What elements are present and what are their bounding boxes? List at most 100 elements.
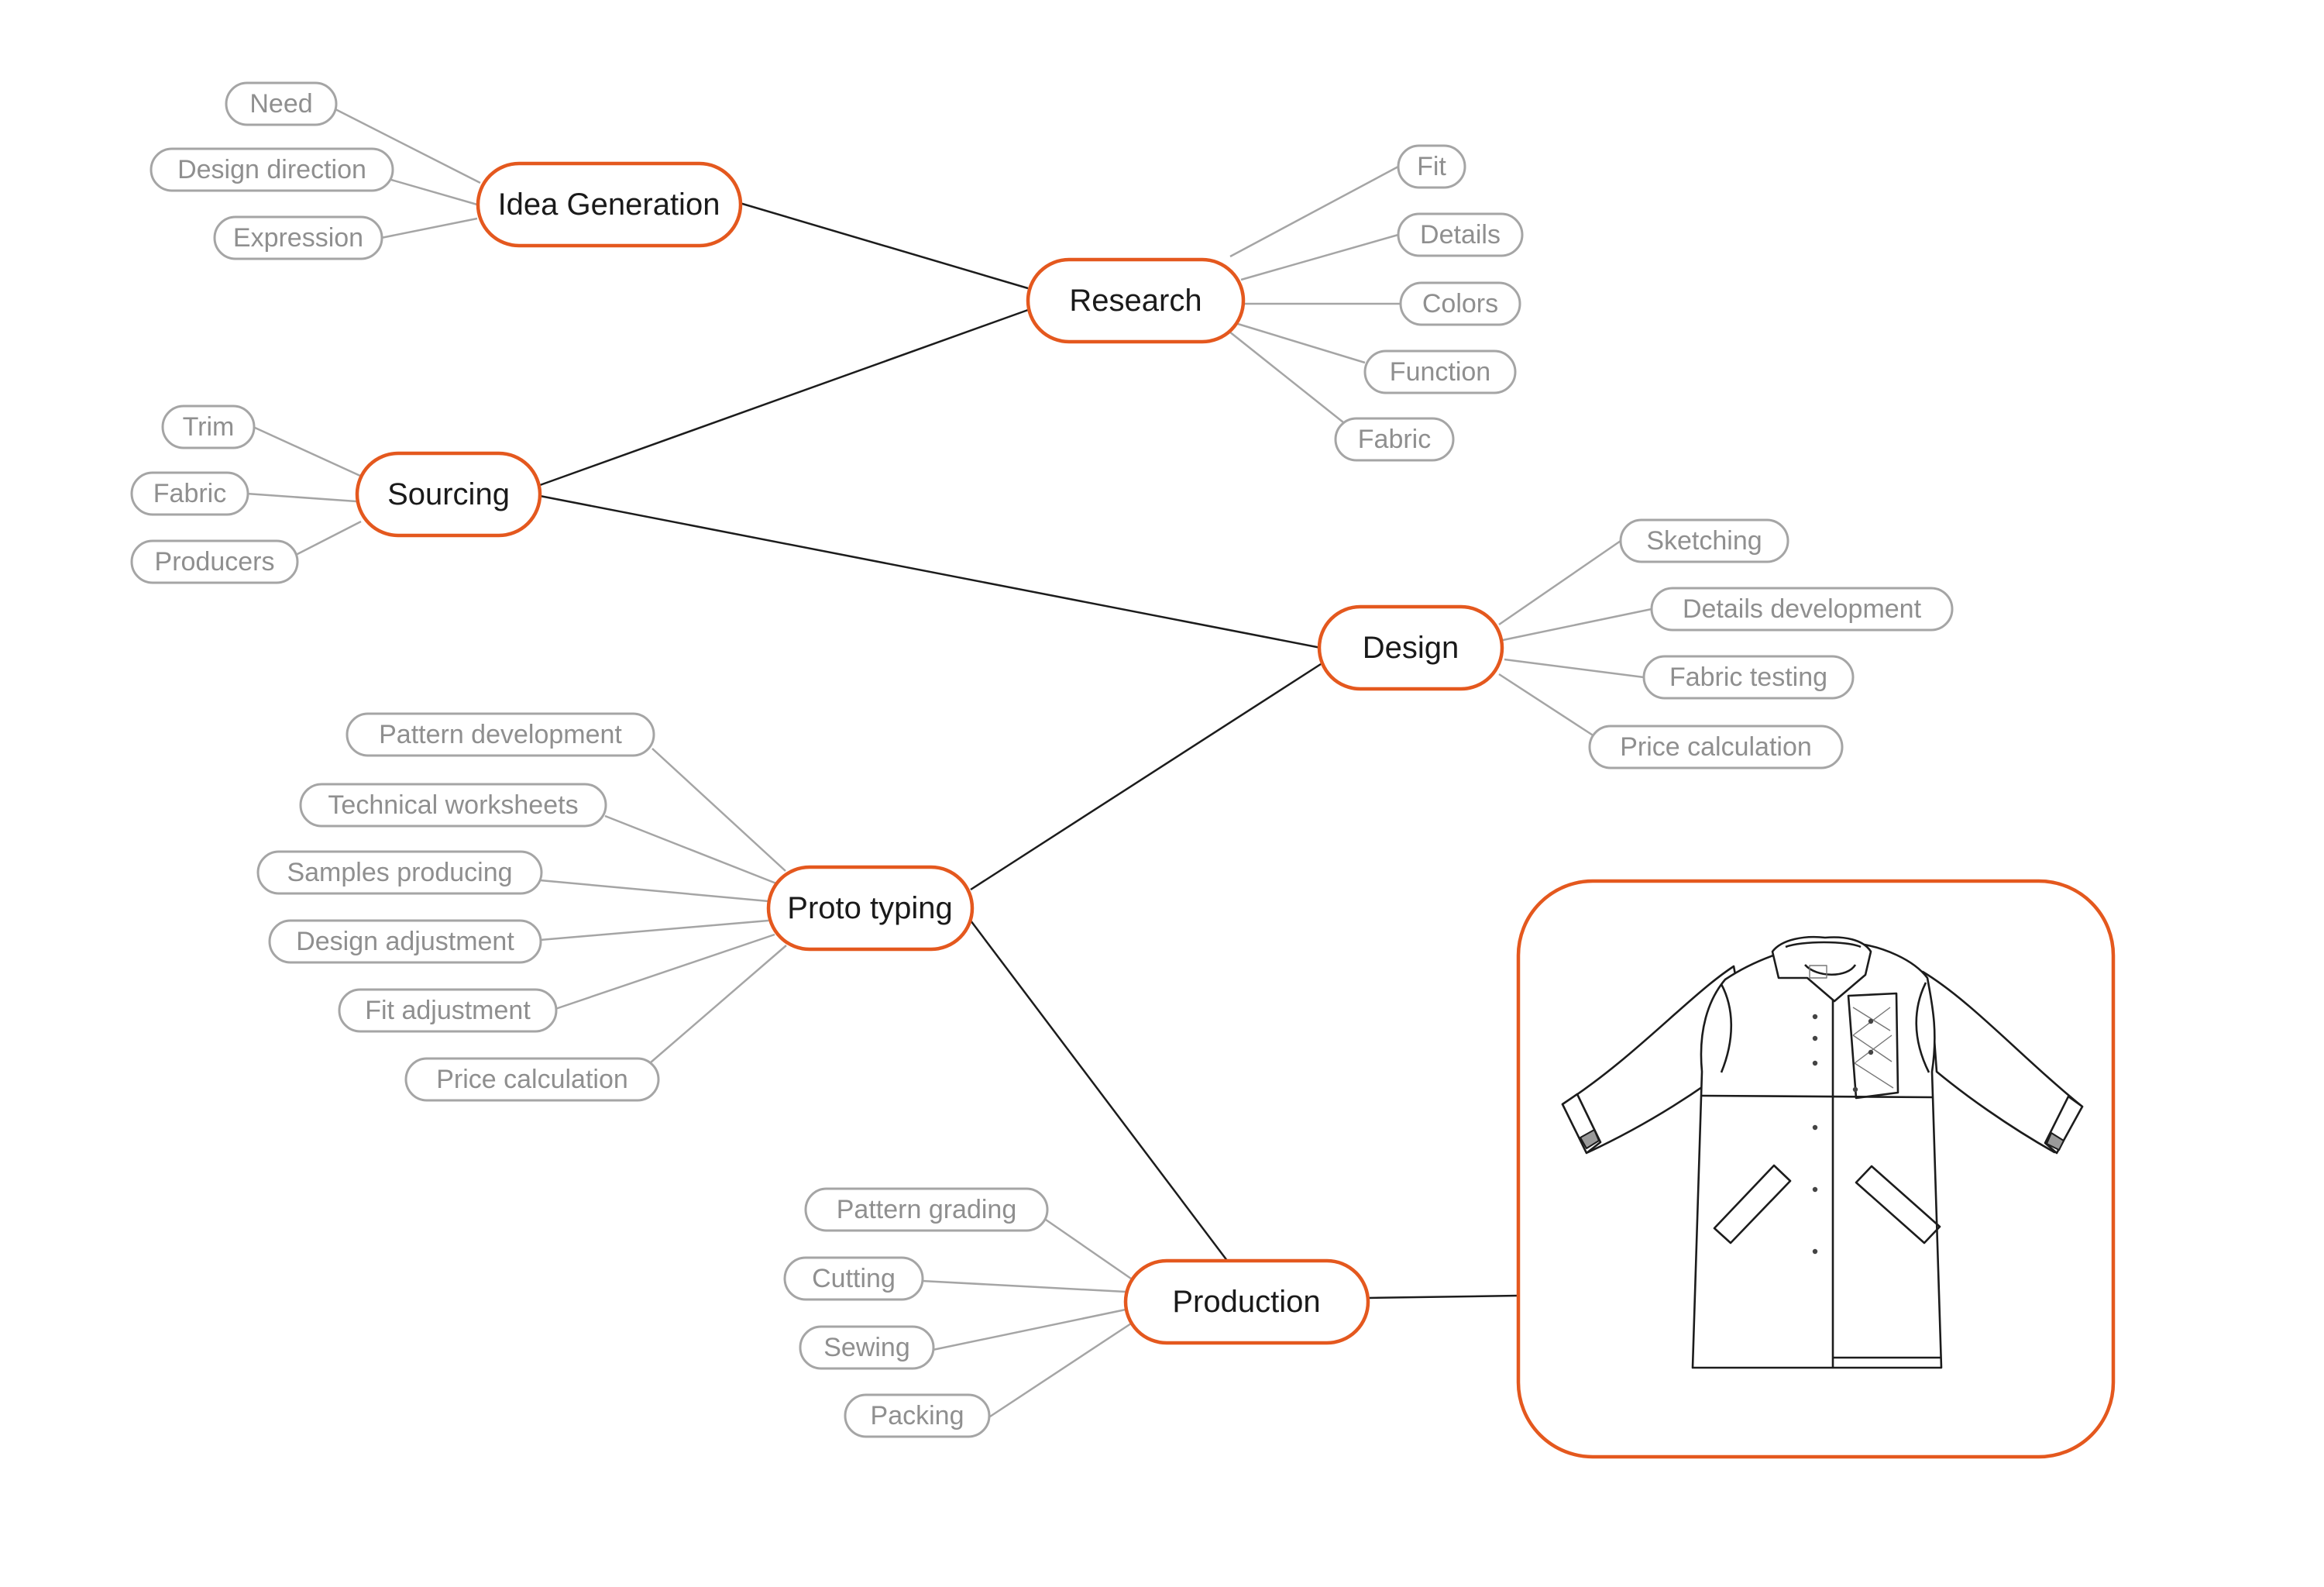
edge-production-sewing — [932, 1308, 1126, 1351]
coat-label-tab — [1809, 965, 1827, 979]
edge-design-details-development — [1502, 608, 1652, 642]
sub-edges — [246, 108, 1652, 1420]
coat-button — [1812, 1035, 1818, 1041]
sub-node-packing-pill — [844, 1393, 991, 1438]
sub-node-technical-worksheets: Technical worksheets — [299, 783, 607, 828]
sub-node-samples-producing: Samples producing — [256, 850, 543, 895]
coat-button — [1852, 1086, 1858, 1093]
edge-sourcing-producers — [295, 520, 362, 556]
edge-research-details — [1240, 233, 1399, 281]
sub-node-samples-producing-label: Samples producing — [287, 858, 512, 887]
edge-design-sketching — [1498, 539, 1621, 626]
edge-protot-samples-producing — [539, 879, 769, 903]
sub-node-details-pill — [1397, 212, 1524, 257]
sub-node-details-label: Details — [1420, 220, 1501, 250]
coat-left-pocket — [1713, 1164, 1792, 1244]
sub-node-design-price-calculation-label: Price calculation — [1620, 732, 1812, 762]
coat-left-cuff-tab — [1580, 1129, 1600, 1149]
sub-node-design-direction-label: Design direction — [177, 155, 366, 184]
main-node-research: Research — [1026, 257, 1246, 344]
main-node-proto-typing: Proto typing — [766, 865, 975, 952]
edge-research-fit — [1229, 165, 1399, 258]
sub-node-sourcing-fabric-pill — [130, 471, 249, 516]
sub-node-fit: Fit — [1397, 144, 1466, 189]
sub-node-details-development-label: Details development — [1683, 594, 1922, 624]
main-node-sourcing-pill — [355, 451, 542, 538]
sub-node-sketching: Sketching — [1619, 518, 1789, 563]
sub-node-need-label: Need — [249, 89, 312, 119]
sub-node-packing: Packing — [844, 1393, 991, 1438]
sub-node-pattern-development-label: Pattern development — [379, 720, 622, 749]
main-node-research-label: Research — [1069, 284, 1202, 318]
main-node-design-label: Design — [1363, 631, 1459, 665]
sub-node-producers-pill — [130, 539, 299, 584]
sub-node-protot-price-calculation-label: Price calculation — [436, 1065, 628, 1094]
sub-node-details-development-pill — [1650, 587, 1954, 632]
edge-sourcing-to-design — [539, 494, 1322, 649]
edge-protot-technical-worksheets — [604, 814, 777, 885]
coat-illustration-panel — [1516, 879, 2116, 1459]
sub-node-pattern-development-pill — [346, 712, 655, 757]
main-node-research-pill — [1026, 257, 1246, 344]
edge-idea-to-research — [739, 201, 1029, 290]
sub-node-details: Details — [1397, 212, 1524, 257]
main-node-proto-typing-pill — [766, 865, 975, 952]
coat-collar-stand — [1785, 941, 1862, 948]
sub-node-pattern-grading-label: Pattern grading — [837, 1195, 1017, 1224]
main-node-sourcing: Sourcing — [355, 451, 542, 538]
main-node-design: Design — [1317, 604, 1504, 691]
main-node-idea-generation: Idea Generation — [476, 161, 743, 248]
sub-node-producers-label: Producers — [155, 547, 275, 577]
sub-node-expression: Expression — [213, 215, 383, 260]
main-edges — [539, 201, 1519, 1300]
coat-button — [1868, 1018, 1874, 1024]
main-node-idea-generation-pill — [476, 161, 743, 248]
sub-node-research-fabric-pill — [1334, 417, 1455, 462]
edge-production-cutting — [921, 1279, 1126, 1293]
sub-node-sketching-pill — [1619, 518, 1789, 563]
sub-node-sewing-label: Sewing — [823, 1333, 910, 1362]
sub-node-details-development: Details development — [1650, 587, 1954, 632]
edge-production-to-illustration — [1367, 1294, 1519, 1300]
edge-protot-price-calculation — [650, 945, 787, 1063]
sub-node-design-price-calculation-pill — [1588, 725, 1844, 769]
main-node-proto-typing-label: Proto typing — [787, 891, 952, 925]
sub-node-producers: Producers — [130, 539, 299, 584]
sub-node-fit-label: Fit — [1417, 152, 1446, 181]
sub-node-fabric-testing-pill — [1642, 655, 1855, 700]
edge-research-to-sourcing — [539, 308, 1029, 487]
sub-node-expression-pill — [213, 215, 383, 260]
sub-node-sourcing-fabric: Fabric — [130, 471, 249, 516]
edge-design-to-protot — [970, 663, 1322, 891]
sub-node-sewing: Sewing — [799, 1325, 935, 1370]
sub-node-fit-adjustment-label: Fit adjustment — [365, 996, 531, 1025]
main-node-sourcing-label: Sourcing — [387, 477, 510, 511]
coat-button — [1812, 1014, 1818, 1020]
edge-research-fabric — [1229, 331, 1344, 423]
sub-node-fit-adjustment-pill — [338, 988, 558, 1033]
sub-node-cutting-label: Cutting — [812, 1264, 896, 1293]
sub-node-cutting: Cutting — [783, 1256, 924, 1301]
sub-node-research-fabric: Fabric — [1334, 417, 1455, 462]
sub-node-sewing-pill — [799, 1325, 935, 1370]
sub-node-design-adjustment: Design adjustment — [268, 919, 542, 964]
coat-right-armhole — [1915, 982, 1930, 1073]
coat-button — [1812, 1248, 1818, 1255]
main-node-production: Production — [1123, 1258, 1370, 1345]
sub-node-protot-price-calculation-pill — [404, 1057, 660, 1102]
sub-node-cutting-pill — [783, 1256, 924, 1301]
coat-button — [1812, 1060, 1818, 1066]
sub-node-pattern-grading: Pattern grading — [804, 1187, 1049, 1232]
edge-idea-design-direction — [390, 178, 478, 206]
edge-production-packing — [987, 1322, 1132, 1420]
edge-idea-expression — [380, 217, 478, 239]
coat-sketch-icon — [1561, 935, 2084, 1369]
sub-node-technical-worksheets-label: Technical worksheets — [328, 790, 578, 820]
edge-protot-design-adjustment — [539, 919, 769, 942]
main-node-idea-generation-label: Idea Generation — [498, 188, 720, 222]
coat-right-cuff-tab — [2046, 1132, 2064, 1151]
edge-protot-fit-adjustment — [555, 933, 775, 1010]
sub-node-sourcing-fabric-label: Fabric — [153, 479, 226, 508]
sub-node-colors: Colors — [1399, 281, 1521, 326]
edge-sourcing-trim — [253, 425, 361, 477]
